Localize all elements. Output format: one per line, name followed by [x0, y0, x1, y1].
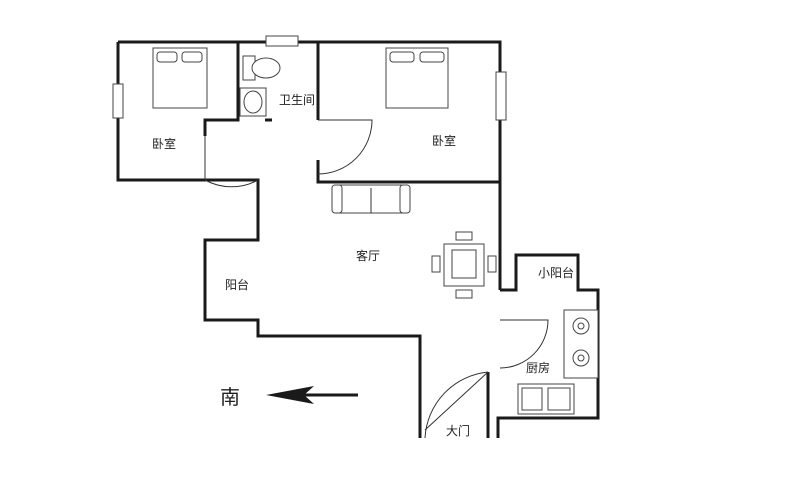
room-label-balcony: 阳台	[225, 277, 249, 292]
bed-right	[385, 47, 449, 109]
room-label-small-balcony: 小阳台	[538, 265, 574, 280]
bed-left	[152, 47, 208, 109]
windows	[112, 35, 507, 121]
walls	[116, 40, 600, 438]
compass-direction-label: 南	[220, 385, 240, 409]
bathroom-sink	[239, 87, 267, 117]
room-label-bedroom-right: 卧室	[432, 133, 456, 148]
sofa	[331, 184, 411, 214]
room-label-kitchen: 厨房	[526, 360, 550, 375]
room-label-entrance: 大门	[446, 423, 470, 438]
kitchen-sink	[517, 383, 575, 415]
door-swings	[204, 119, 549, 439]
arrow-left-icon	[266, 386, 358, 404]
room-label-bedroom-left: 卧室	[152, 136, 176, 151]
toilet	[242, 55, 281, 81]
room-label-living-room: 客厅	[356, 248, 380, 263]
stove	[563, 309, 599, 379]
dining-table	[431, 231, 497, 299]
room-label-bathroom: 卫生间	[279, 93, 315, 107]
